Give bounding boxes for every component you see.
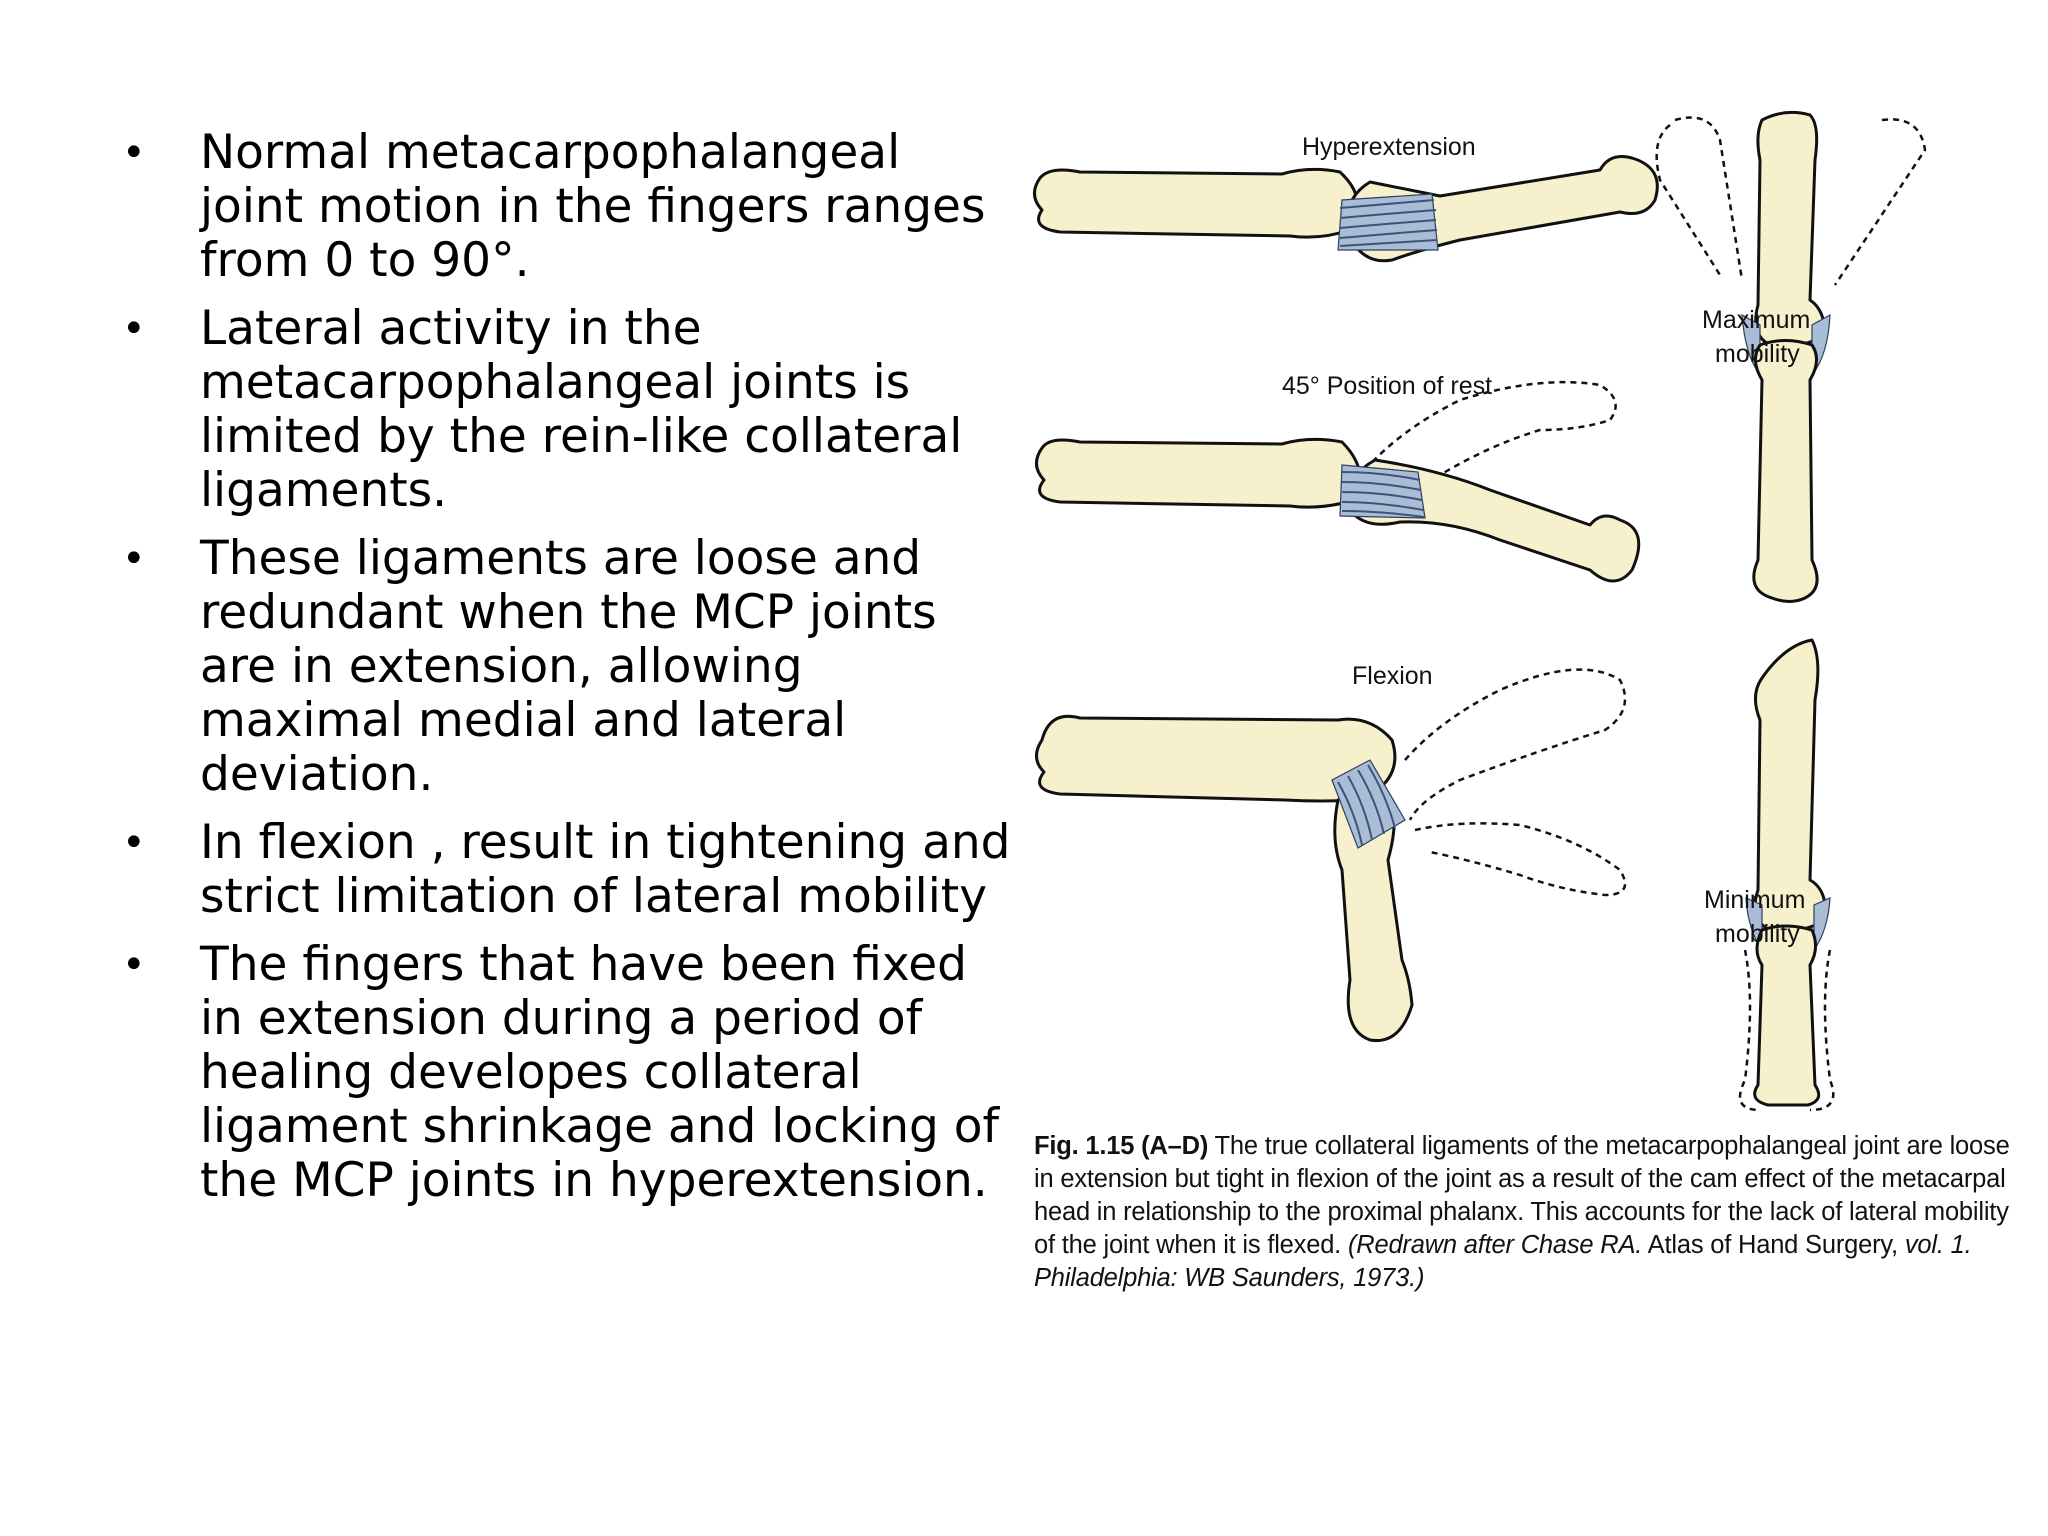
bullet-item: • The fingers that have been fixed in ext… [118,938,1018,1208]
caption-lead: Fig. 1.15 (A–D) [1034,1132,1209,1160]
hyperextension-diagram: Hyperextension [1033,133,1659,263]
metacarpal-bone [1035,437,1362,509]
dashed-outline [1404,668,1627,821]
bullet-item: • In flexion , result in tightening and s… [118,816,1018,924]
bullet-dot: • [122,536,146,582]
min-mobility-label-1: Minimum [1704,886,1805,914]
flexion-diagram: Flexion [1035,662,1627,1043]
bullet-dot: • [122,942,146,988]
bullet-dot: • [122,306,146,352]
proximal-phalanx-bone [1753,924,1821,1107]
bullet-item: • Lateral activity in the metacarpophalan… [118,302,1018,518]
max-mobility-label-2: mobility [1715,340,1800,368]
caption-body: The true collateral ligaments of the met… [1034,1132,2010,1259]
dashed-outline [1809,949,1835,1112]
maximum-mobility-diagram: Maximum mobility [1655,110,1927,603]
dashed-outline [1655,124,1722,276]
caption-credit-plain: Atlas of Hand Surgery, [1642,1231,1905,1259]
metacarpal-bone [1033,167,1360,239]
rest-position-diagram: 45° Position of rest [1035,372,1641,583]
caption-credit: (Redrawn after Chase RA. [1347,1231,1643,1259]
bullet-item: • Normal metacarpophalangeal joint motion… [118,126,1018,288]
bullet-text: Normal metacarpophalangeal joint motion … [200,125,986,288]
dashed-outline [1738,949,1761,1112]
dashed-outline [1674,116,1744,281]
joint-illustration: Hyperextension 45° Position of rest Flex… [1033,110,1927,1112]
bullet-dot: • [122,130,146,176]
dashed-outline [1833,118,1927,286]
max-mobility-label-1: Maximum [1702,306,1810,334]
rest-position-label: 45° Position of rest [1282,372,1492,400]
bullet-item: • These ligaments are loose and redundant… [118,532,1018,802]
bullet-text: The fingers that have been fixed in exte… [200,937,1000,1208]
collateral-ligament [1339,464,1426,519]
minimum-mobility-diagram: Minimum mobility [1704,638,1835,1112]
min-mobility-label-2: mobility [1715,920,1800,948]
dashed-outline [1414,822,1627,897]
bullet-dot: • [122,820,146,866]
figure-caption: Fig. 1.15 (A–D) The true collateral liga… [1034,1130,2019,1295]
caption-credit-tail: vol. 1. Philadelphia: WB Saunders, 1973.… [1034,1231,1972,1292]
bullet-text: Lateral activity in the metacarpophalang… [200,301,963,518]
flexion-label: Flexion [1352,662,1433,690]
ligament-figure: Hyperextension 45° Position of rest Flex… [1020,100,2020,1330]
metacarpal-bone [1752,339,1819,603]
hyperextension-label: Hyperextension [1302,133,1476,161]
bullet-text: These ligaments are loose and redundant … [200,531,937,802]
bullet-list: • Normal metacarpophalangeal joint motion… [118,126,1018,1222]
bullet-text: In flexion , result in tightening and st… [200,815,1011,924]
